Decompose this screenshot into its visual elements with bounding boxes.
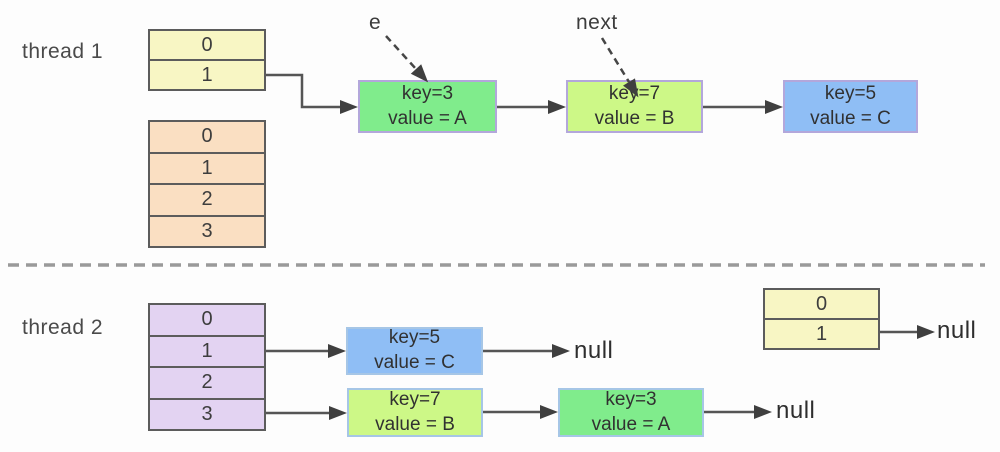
node-key: key=7 [389,388,441,410]
node-thread2-key7: key=7 value = B [347,388,483,437]
arrow-thread1-bucket1-to-key3 [266,73,358,114]
node-thread1-key3: key=3 value = A [358,80,497,133]
node-thread1-key7: key=7 value = B [566,80,703,133]
node-key: key=5 [388,327,441,349]
node-thread2-key3: key=3 value = A [558,388,704,437]
node-key: key=3 [401,82,454,104]
node-value: value = B [594,107,675,129]
bucket-cell: 0 [150,305,264,337]
bucket-cell: 3 [201,219,213,242]
bucket-cell: 3 [201,402,213,425]
node-value: value = C [810,107,891,129]
thread1-large-bucket-table: 0 1 2 3 [148,120,266,248]
node-value: value = B [375,413,455,435]
node-key: key=7 [608,82,661,104]
next-pointer-label: next [576,11,618,34]
bucket-cell: 1 [815,322,828,345]
node-thread1-key5: key=5 value = C [783,80,918,133]
thread2-bucket-table: 0 1 2 3 [148,303,266,431]
e-pointer-arrow [385,35,429,83]
node-value: value = C [374,352,455,373]
thread2-small-bucket-table: 0 1 [763,288,880,350]
bucket-cell: 1 [150,154,264,185]
bucket-cell: 0 [150,31,264,61]
node-value: value = A [591,413,671,435]
thread1-label: thread 1 [22,40,104,63]
bucket-cell: 0 [765,290,878,320]
e-pointer-label: e [369,11,382,34]
thread2-label: thread 2 [22,316,104,339]
thread1-small-bucket-table: 0 1 [148,29,266,91]
node-key: key=3 [605,388,657,410]
null-label: null [574,337,614,364]
bucket-cell: 0 [150,122,264,154]
node-thread2-key5: key=5 value = C [346,327,483,375]
null-label: null [937,317,977,344]
bucket-cell: 2 [150,185,264,217]
node-value: value = A [388,107,467,129]
null-label: null [776,397,816,424]
next-pointer-arrow [600,37,639,98]
node-key: key=5 [824,82,877,104]
bucket-cell: 2 [150,368,264,400]
bucket-cell: 1 [150,337,264,368]
bucket-cell: 1 [201,63,213,86]
